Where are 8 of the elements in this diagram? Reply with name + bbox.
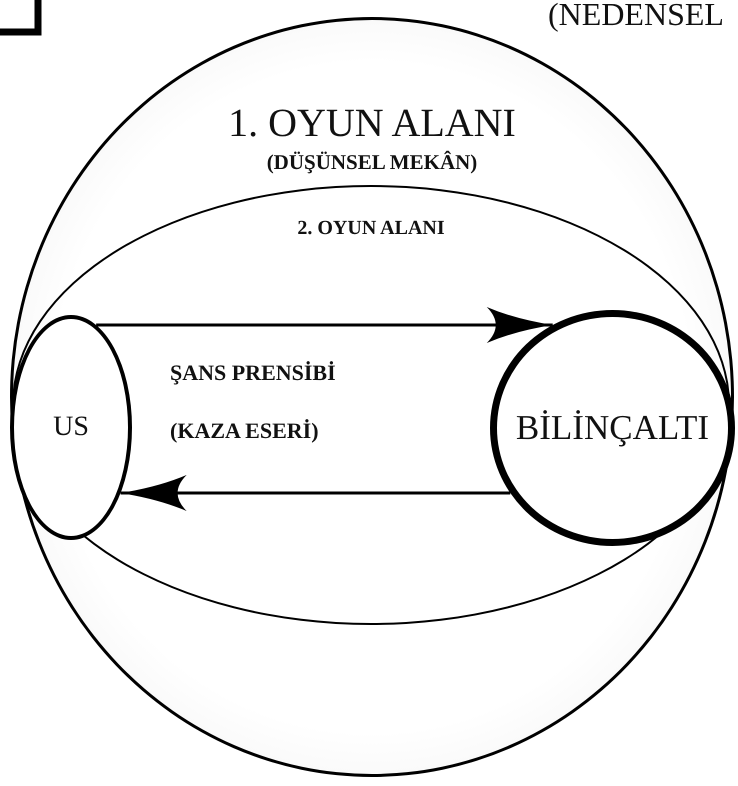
node-label: 2. OYUN ALANI xyxy=(297,217,445,240)
node-label: US xyxy=(53,411,89,444)
node-label: BİLİNÇALTI xyxy=(516,408,710,448)
text-label: (KAZA ESERİ) xyxy=(170,418,319,444)
text-label: (NEDENSEL xyxy=(548,0,724,33)
node-label: (DÜŞÜNSEL MEKÂN) xyxy=(266,150,478,174)
node-label: 1. OYUN ALANI xyxy=(228,100,516,146)
text-label: ŞANS PRENSİBİ xyxy=(170,360,336,386)
